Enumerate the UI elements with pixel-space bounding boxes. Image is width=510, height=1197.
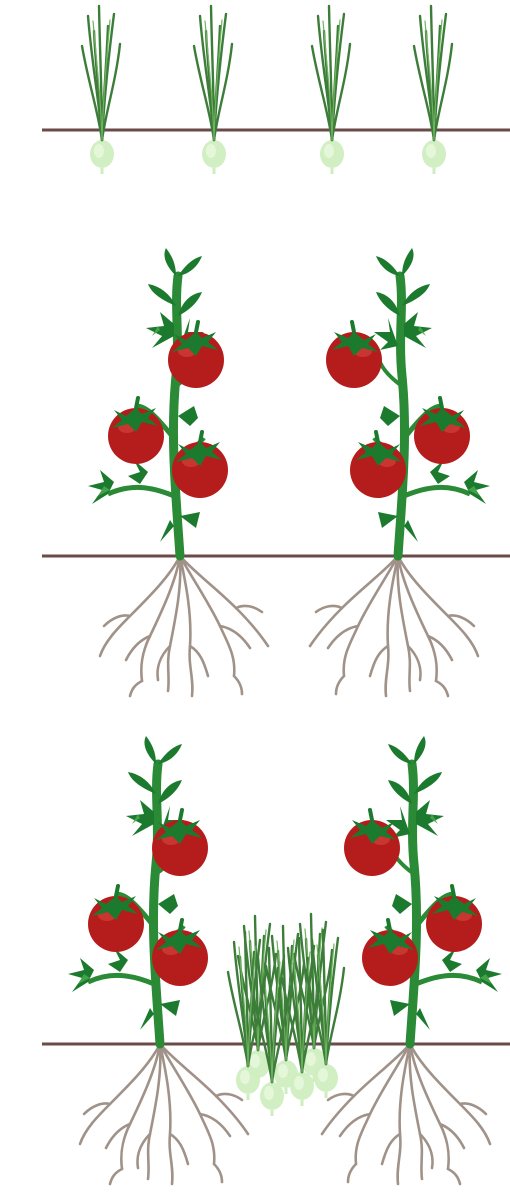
onion-plant (194, 6, 232, 174)
panel-tomatoes-with-onions (42, 736, 510, 1184)
tomato-plant-right (310, 248, 490, 696)
tomato-plant-left (68, 736, 248, 1184)
onion-cluster (228, 914, 344, 1116)
onion-plant (414, 6, 452, 174)
tomato-plant-left (88, 248, 268, 696)
tomato-plant-right (322, 736, 502, 1184)
panel-tomatoes-alone (42, 248, 510, 696)
panel-onions-alone (42, 6, 510, 174)
onion-plant (82, 6, 120, 174)
onion-plant (312, 6, 350, 174)
